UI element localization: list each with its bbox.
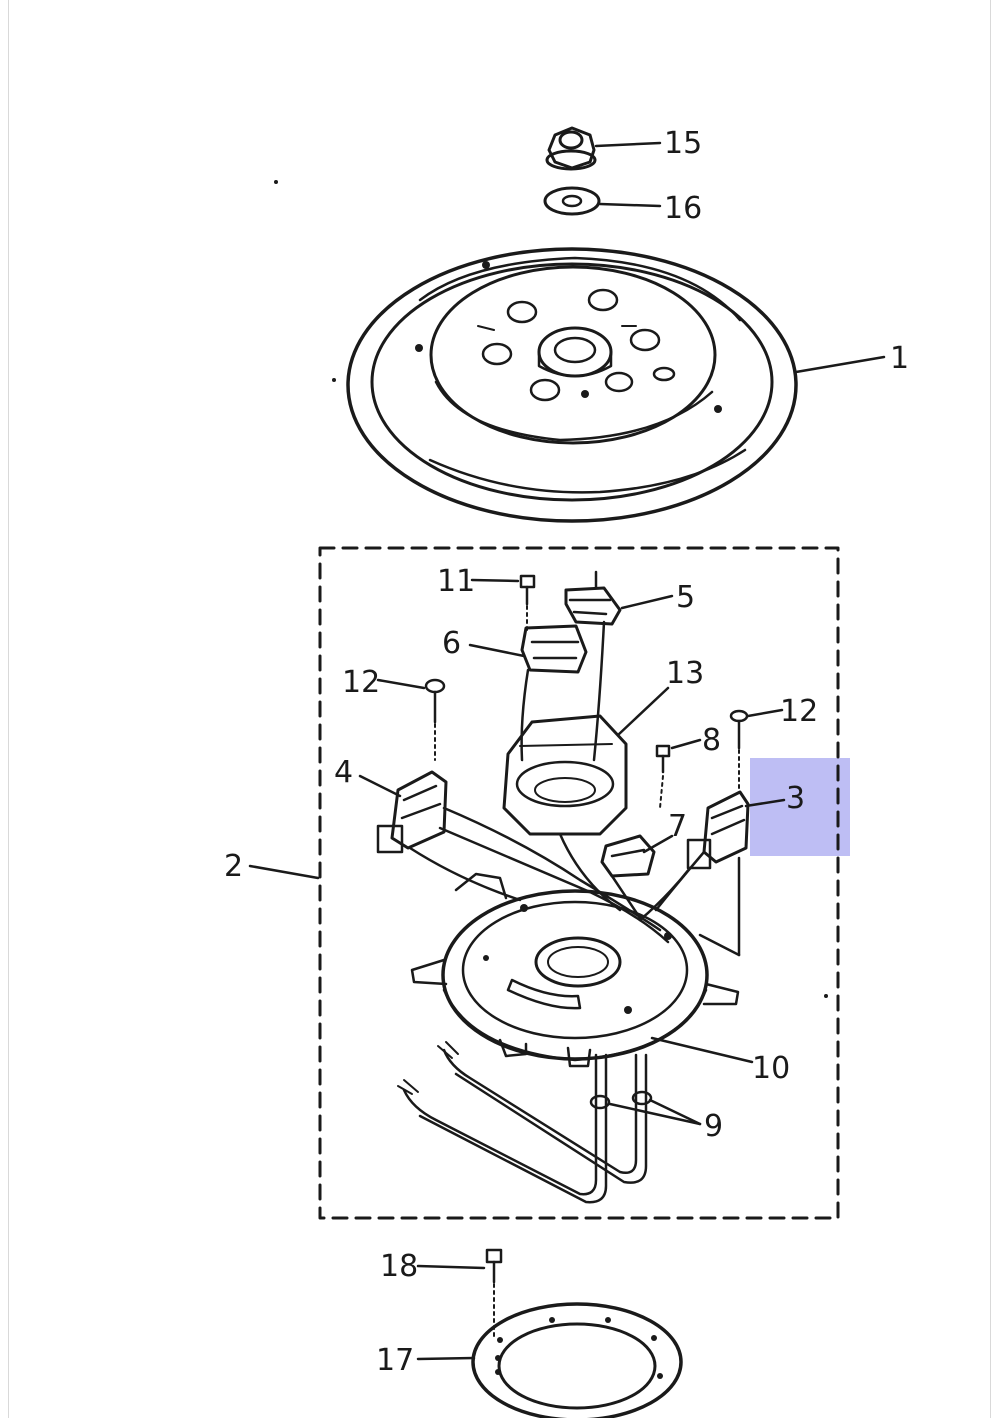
label-part-8: 8: [702, 723, 721, 758]
label-part-7: 7: [668, 809, 687, 844]
leader-12-left: [376, 678, 426, 690]
leader-6: [468, 643, 526, 658]
label-part-3: 3: [786, 781, 805, 816]
label-part-13: 13: [666, 656, 704, 691]
leader-9b: [648, 1098, 702, 1126]
label-part-9: 9: [704, 1109, 723, 1144]
label-part-5: 5: [676, 580, 695, 615]
label-part-4: 4: [334, 755, 353, 790]
label-part-12-left: 12: [342, 665, 380, 700]
label-part-1: 1: [890, 341, 909, 376]
part-11-screw[interactable]: [519, 574, 536, 633]
leader-5: [620, 594, 674, 610]
right-edge-line: [990, 0, 991, 1418]
part-18-screw[interactable]: [485, 1248, 503, 1341]
label-part-11: 11: [437, 564, 475, 599]
leader-18: [416, 1264, 486, 1270]
part-9-output-leads[interactable]: [397, 1041, 653, 1204]
leader-17: [416, 1356, 476, 1361]
leader-15: [594, 141, 662, 148]
part-12-right-screw[interactable]: [729, 709, 749, 791]
leader-7: [642, 834, 674, 854]
highlight-box-part-3[interactable]: [750, 758, 850, 856]
part-1-flywheel[interactable]: [346, 247, 798, 523]
leader-4: [358, 774, 402, 798]
part-17-plate[interactable]: [471, 1302, 683, 1418]
part-2-assembly-frame[interactable]: [318, 546, 840, 1220]
label-part-18: 18: [380, 1249, 418, 1284]
label-part-2: 2: [224, 849, 243, 884]
part-4-ignition-coil[interactable]: [376, 770, 448, 854]
leader-1: [794, 355, 886, 374]
part-10-base-plate[interactable]: [410, 872, 828, 1068]
part-3-ignition-coil[interactable]: [686, 790, 750, 870]
leader-2: [248, 864, 320, 880]
part-12-left-screw[interactable]: [424, 678, 446, 761]
leader-11: [470, 578, 520, 583]
part-5-bracket[interactable]: [564, 570, 622, 626]
label-part-10: 10: [752, 1051, 790, 1086]
leader-3: [744, 798, 786, 808]
label-part-17: 17: [376, 1343, 414, 1378]
leader-16: [598, 202, 662, 208]
leader-9a: [608, 1102, 702, 1126]
part-15-nut[interactable]: [545, 126, 597, 171]
label-part-15: 15: [664, 126, 702, 161]
label-part-12-right: 12: [780, 694, 818, 729]
leader-13: [616, 686, 670, 737]
left-edge-line: [8, 0, 9, 1418]
part-8-screw[interactable]: [655, 744, 671, 809]
leader-10: [650, 1036, 754, 1064]
label-part-16: 16: [664, 191, 702, 226]
part-7-connector[interactable]: [600, 834, 656, 878]
part-16-washer[interactable]: [543, 186, 601, 216]
leader-8: [670, 738, 702, 750]
part-6-coil[interactable]: [520, 624, 588, 674]
label-part-6: 6: [442, 626, 461, 661]
leader-12-right: [746, 708, 784, 718]
